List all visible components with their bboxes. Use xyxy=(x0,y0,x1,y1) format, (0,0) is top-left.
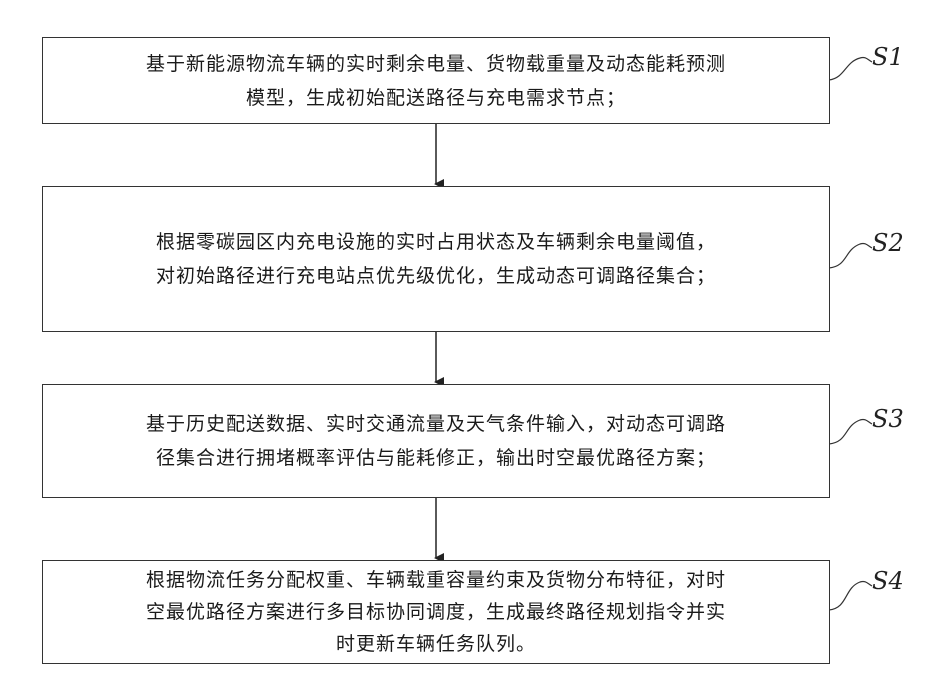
leader-s3 xyxy=(829,419,872,444)
step-label-s2: S2 xyxy=(872,229,904,257)
step-text-s1: 基于新能源物流车辆的实时剩余电量、货物载重量及动态能耗预测 模型，生成初始配送路… xyxy=(146,47,726,115)
step-text-s3: 基于历史配送数据、实时交通流量及天气条件输入，对动态可调路 径集合进行拥堵概率评… xyxy=(146,407,726,475)
step-box-s3: 基于历史配送数据、实时交通流量及天气条件输入，对动态可调路 径集合进行拥堵概率评… xyxy=(42,384,830,498)
step-s1-line-1: 基于新能源物流车辆的实时剩余电量、货物载重量及动态能耗预测 xyxy=(146,47,726,81)
step-s2-line-2: 对初始路径进行充电站点优先级优化，生成动态可调路径集合； xyxy=(156,259,716,293)
step-s3-line-2: 径集合进行拥堵概率评估与能耗修正，输出时空最优路径方案； xyxy=(146,441,726,475)
step-s4-line-3: 时更新车辆任务队列。 xyxy=(146,628,726,660)
step-s1-line-2: 模型，生成初始配送路径与充电需求节点； xyxy=(146,81,726,115)
step-s4-line-1: 根据物流任务分配权重、车辆载重容量约束及货物分布特征，对时 xyxy=(146,564,726,596)
leader-s4 xyxy=(829,581,872,610)
step-s4-line-2: 空最优路径方案进行多目标协同调度，生成最终路径规划指令并实 xyxy=(146,596,726,628)
step-box-s1: 基于新能源物流车辆的实时剩余电量、货物载重量及动态能耗预测 模型，生成初始配送路… xyxy=(42,37,830,124)
step-box-s2: 根据零碳园区内充电设施的实时占用状态及车辆剩余电量阈值， 对初始路径进行充电站点… xyxy=(42,186,830,332)
step-label-s1: S1 xyxy=(872,43,904,71)
leader-s2 xyxy=(829,243,872,268)
step-s2-line-1: 根据零碳园区内充电设施的实时占用状态及车辆剩余电量阈值， xyxy=(156,225,716,259)
step-s3-line-1: 基于历史配送数据、实时交通流量及天气条件输入，对动态可调路 xyxy=(146,407,726,441)
step-label-s4: S4 xyxy=(872,567,904,595)
step-label-s3: S3 xyxy=(872,405,904,433)
leader-s1 xyxy=(829,57,872,80)
step-box-s4: 根据物流任务分配权重、车辆载重容量约束及货物分布特征，对时 空最优路径方案进行多… xyxy=(42,560,830,664)
step-text-s2: 根据零碳园区内充电设施的实时占用状态及车辆剩余电量阈值， 对初始路径进行充电站点… xyxy=(156,225,716,293)
step-text-s4: 根据物流任务分配权重、车辆载重容量约束及货物分布特征，对时 空最优路径方案进行多… xyxy=(146,564,726,660)
